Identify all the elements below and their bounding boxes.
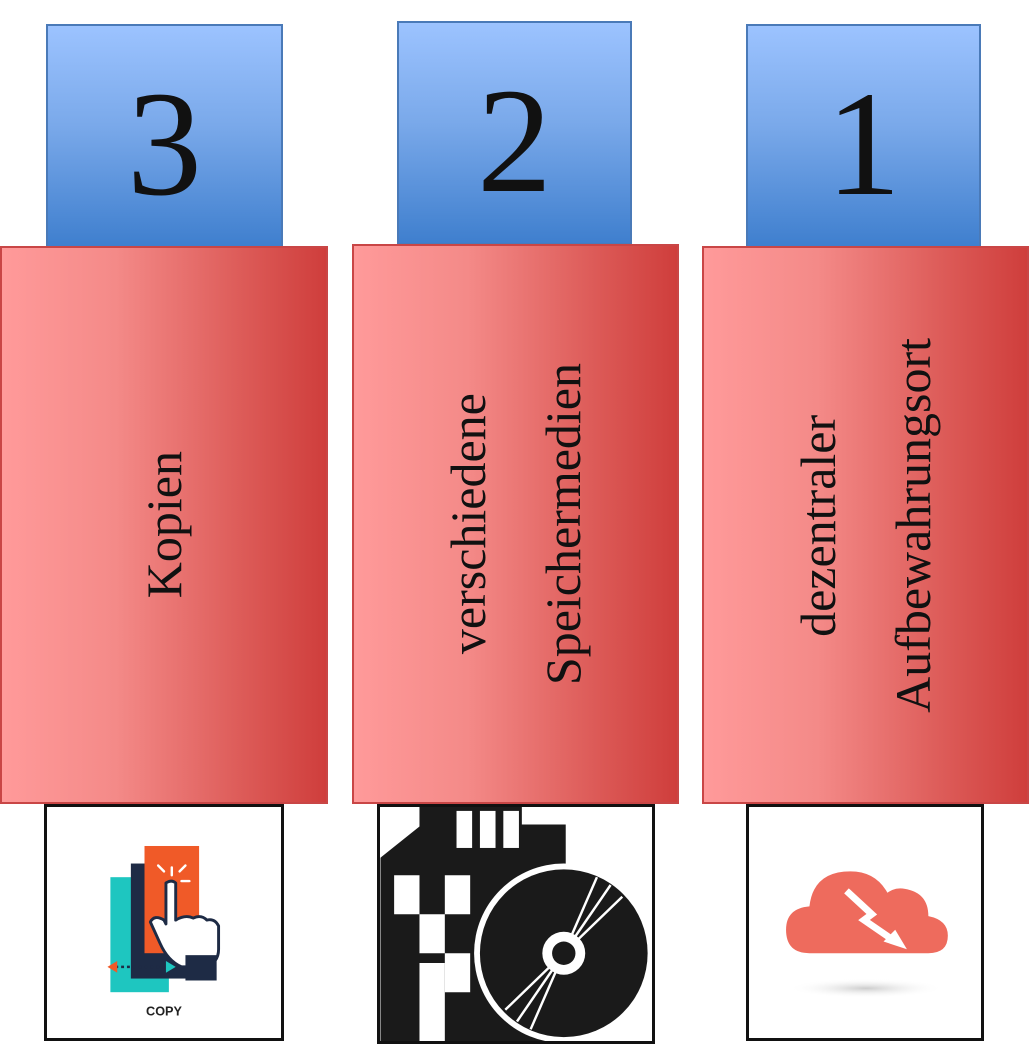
number-label: 3 — [127, 61, 202, 227]
number-label: 1 — [826, 61, 901, 227]
image-box-cloud — [746, 804, 984, 1041]
number-box-2: 2 — [397, 21, 632, 245]
copy-caption: COPY — [146, 1005, 182, 1019]
label-line: verschiedene — [439, 393, 496, 655]
label-line: Kopien — [135, 451, 192, 599]
storage-media-icon — [380, 807, 652, 1041]
image-box-storage — [377, 804, 655, 1044]
text-box-kopien: Kopien — [0, 246, 328, 804]
number-label: 2 — [477, 58, 552, 224]
copy-icon: COPY — [107, 845, 221, 1019]
vertical-label: Kopien — [117, 451, 212, 598]
image-box-copy: COPY — [44, 804, 284, 1041]
label-line: dezentraler — [789, 413, 846, 637]
cloud-download-icon — [786, 871, 948, 999]
label-line: Aufbewahrungsort — [884, 337, 941, 713]
number-box-1: 1 — [746, 24, 981, 248]
text-box-speichermedien: verschiedene Speichermedien — [352, 244, 679, 804]
vertical-label: verschiedene Speichermedien — [421, 363, 611, 685]
number-box-3: 3 — [46, 24, 283, 248]
label-line: Speichermedien — [534, 362, 591, 686]
text-box-aufbewahrungsort: dezentraler Aufbewahrungsort — [702, 246, 1029, 804]
vertical-label: dezentraler Aufbewahrungsort — [771, 338, 961, 713]
